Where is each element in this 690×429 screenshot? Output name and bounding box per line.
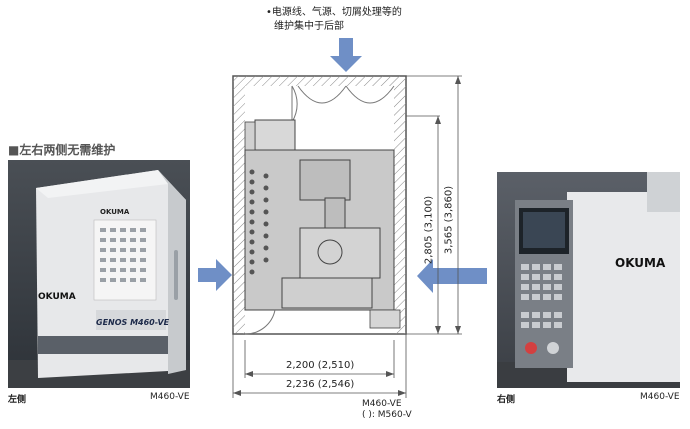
dim-depth-outer-box: 3,565 (3,860) (442, 170, 456, 270)
dim-depth-inner-box: 2,805 (3,100) (422, 190, 436, 270)
rear-maintenance-note-line2: 维护集中于后部 (274, 21, 344, 32)
rear-maintenance-note-line1: •电源线、气源、切屑处理等的 (266, 7, 402, 18)
top-wall-hatch (245, 76, 394, 86)
left-wall-hatch (233, 76, 245, 334)
right-wall-hatch (394, 76, 406, 334)
top-arrow (330, 38, 362, 72)
rear-unit (254, 119, 296, 151)
left-machine-illustration (8, 170, 190, 388)
right-arrow (417, 259, 487, 293)
right-caption-model: M460-VE (640, 392, 680, 402)
dim-depth-inner: 2,805 (3,100) (423, 195, 435, 265)
drawing-model-line1: M460-VE (362, 399, 402, 409)
right-machine-photo: OKUMA (497, 172, 680, 388)
left-machine-photo: OKUMA OKUMA GENOS M460-VE (8, 160, 190, 388)
side-maintenance-note: ■左右两侧无需维护 (8, 143, 116, 157)
dim-width-outer: 2,236 (2,546) (286, 379, 355, 390)
dim-depth-outer: 3,565 (3,860) (443, 185, 455, 255)
dim-width-inner: 2,200 (2,510) (286, 360, 355, 371)
spindle-head (299, 159, 351, 201)
tool-magazine (249, 169, 269, 275)
right-caption-side: 右侧 (497, 395, 516, 405)
control-panel (369, 309, 401, 329)
table (299, 227, 381, 279)
left-arrow (198, 259, 232, 291)
right-machine-illustration (497, 172, 680, 388)
model-badge: GENOS M460-VE (96, 318, 170, 327)
left-caption-model: M460-VE (150, 392, 190, 402)
left-brand-top: OKUMA (100, 208, 130, 216)
right-brand-logo: OKUMA (615, 256, 666, 270)
left-brand-logo: OKUMA (38, 292, 76, 302)
drawing-model-line2: ( ): M560-V (362, 410, 412, 420)
left-caption-side: 左侧 (8, 395, 27, 405)
